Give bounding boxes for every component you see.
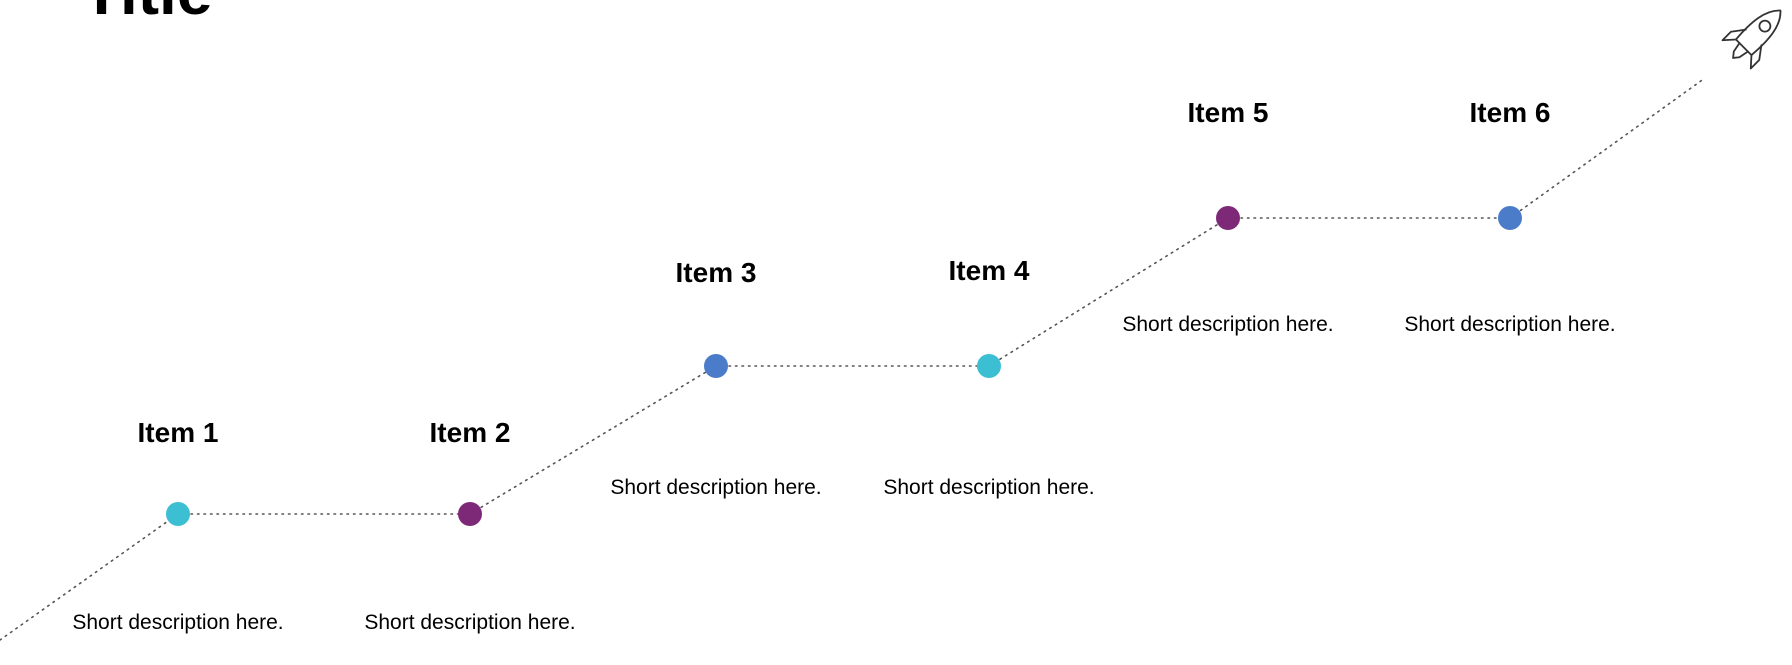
item-6-label: Item 6 — [1469, 97, 1551, 128]
item-5-node — [1216, 206, 1240, 230]
slide-title: Title — [82, 0, 212, 24]
item-6-node — [1498, 206, 1522, 230]
connector-segment-3 — [469, 365, 717, 515]
item-5-description: Short description here. — [1122, 313, 1334, 336]
item-1-label: Item 1 — [137, 417, 219, 448]
item-4-label: Item 4 — [948, 255, 1030, 286]
connector-segment-5 — [988, 217, 1229, 367]
connector-layer — [0, 77, 1706, 641]
connector-segment-7 — [1509, 77, 1706, 219]
item-3-label: Item 3 — [675, 257, 757, 288]
rocket-icon — [1721, 9, 1782, 70]
item-2-node — [458, 502, 482, 526]
item-2-label: Item 2 — [429, 417, 511, 448]
item-4-description: Short description here. — [883, 476, 1095, 499]
node-layer — [166, 206, 1522, 526]
item-5-label: Item 5 — [1187, 97, 1269, 128]
item-1-node — [166, 502, 190, 526]
item-3-node — [704, 354, 728, 378]
item-4-node — [977, 354, 1001, 378]
item-6-description: Short description here. — [1404, 313, 1616, 336]
connector-segment-1 — [0, 513, 179, 641]
item-3-description: Short description here. — [610, 476, 822, 499]
item-1-description: Short description here. — [72, 611, 284, 634]
item-2-description: Short description here. — [364, 611, 576, 634]
